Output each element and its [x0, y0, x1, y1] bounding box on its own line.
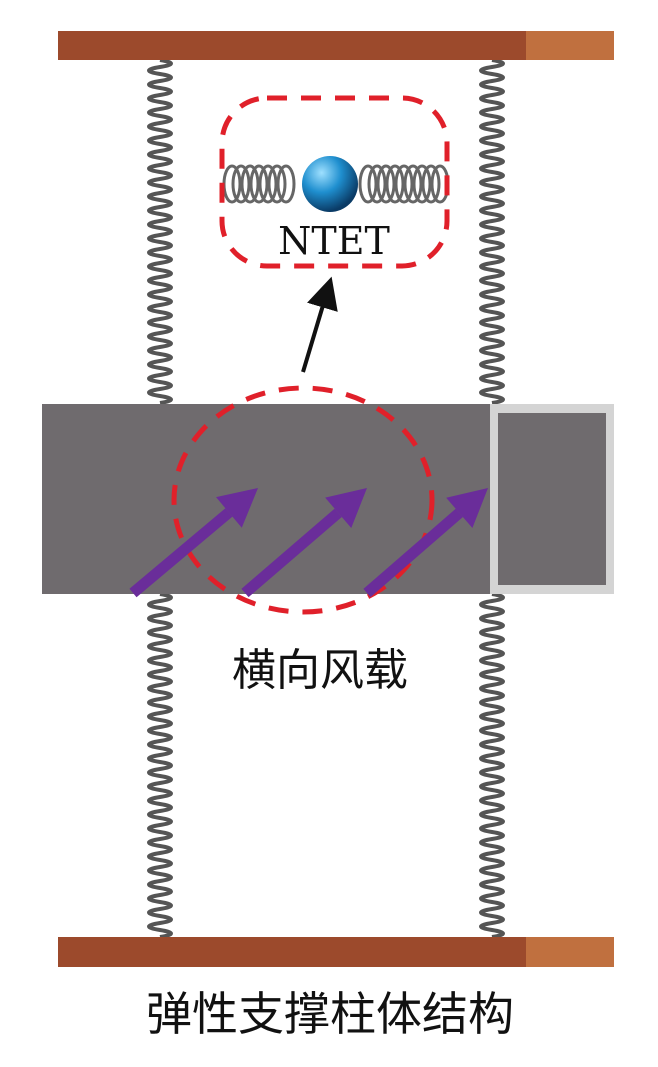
wind-arrow-head [446, 488, 488, 529]
top-plate [58, 31, 614, 60]
ntet-location-circle [171, 385, 435, 615]
coil [231, 164, 251, 204]
cylinder-body [42, 404, 490, 594]
structure-label: 弹性支撑柱体结构 [146, 987, 514, 1041]
cylinder-end-face [498, 413, 606, 585]
wind-load-arrows [129, 488, 488, 598]
coil [240, 164, 260, 204]
wind-arrow-head [325, 488, 367, 528]
wind-load-label: 横向风载 [232, 645, 408, 696]
wind-arrow-shaft [241, 508, 342, 598]
left-upper-spring [147, 58, 173, 405]
coil [412, 164, 432, 204]
pointer-arrow [301, 276, 338, 373]
left-lower-spring [147, 592, 173, 939]
support-springs [147, 58, 505, 939]
wind-arrow-shaft [363, 508, 463, 598]
coil [421, 164, 441, 204]
coil [376, 164, 396, 204]
ntet-inset: NTET [219, 95, 450, 269]
coil [258, 164, 278, 204]
ntet-label: NTET [278, 219, 390, 263]
right-lower-spring [479, 592, 505, 939]
right-upper-spring [479, 58, 505, 405]
coil [276, 164, 296, 204]
coil [367, 164, 387, 204]
coil [385, 164, 405, 204]
wind-arrow [363, 488, 488, 598]
ntet-dashed-outline [219, 95, 450, 269]
wind-arrow [241, 488, 367, 598]
ntet-ball [302, 156, 358, 212]
wind-arrow-shaft [129, 508, 233, 598]
coil [267, 164, 287, 204]
ntet-right-spring [358, 164, 450, 204]
bottom-plate [58, 937, 614, 967]
wind-arrow-head [216, 488, 258, 528]
coil [403, 164, 423, 204]
wind-arrow [129, 488, 258, 598]
ntet-left-spring [222, 164, 296, 204]
coil [358, 164, 378, 204]
coil [249, 164, 269, 204]
coil [394, 164, 414, 204]
